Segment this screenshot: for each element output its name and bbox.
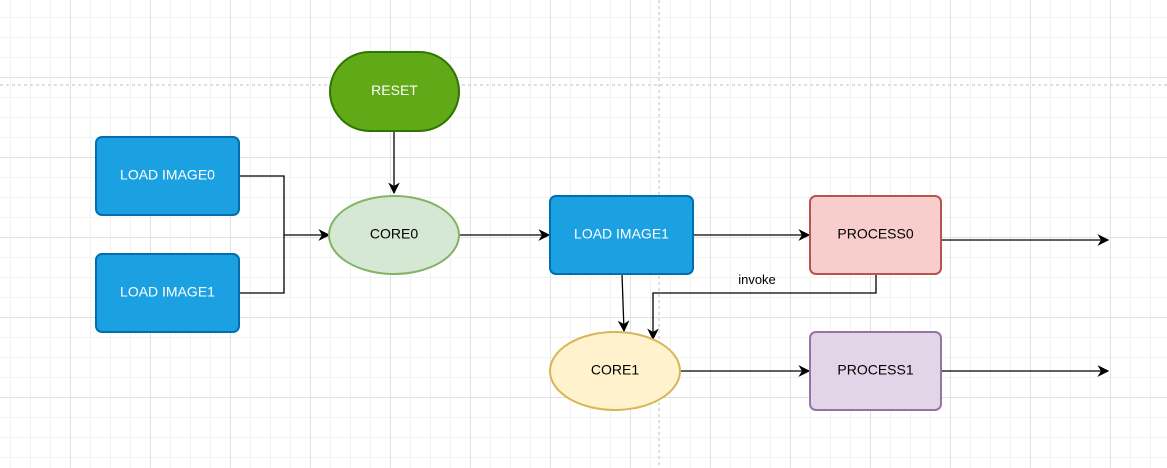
node-core1[interactable]: CORE1 [549,331,681,411]
node-load-image0-label: LOAD IMAGE0 [120,167,215,183]
node-process1[interactable]: PROCESS1 [809,331,942,411]
node-process0[interactable]: PROCESS0 [809,195,942,275]
node-load-image1-mid[interactable]: LOAD IMAGE1 [549,195,694,275]
node-core0[interactable]: CORE0 [328,195,460,275]
node-reset-label: RESET [371,82,418,98]
node-process1-label: PROCESS1 [837,362,913,378]
edge-process0-to-core1[interactable] [647,274,877,341]
node-reset[interactable]: RESET [329,51,460,132]
node-process0-label: PROCESS0 [837,226,913,242]
edge-load-image1-to-core1[interactable] [617,273,630,333]
node-load-image1-mid-label: LOAD IMAGE1 [574,226,669,242]
node-core0-label: CORE0 [370,226,418,242]
node-load-image0[interactable]: LOAD IMAGE0 [95,136,240,216]
node-load-image1-left[interactable]: LOAD IMAGE1 [95,253,240,333]
node-core1-label: CORE1 [591,362,639,378]
node-load-image1-left-label: LOAD IMAGE1 [120,284,215,300]
edge-label-invoke: invoke [738,272,776,287]
edge-load-image0-to-core0[interactable] [239,175,331,241]
edge-load-image1-to-core0[interactable] [239,235,285,294]
